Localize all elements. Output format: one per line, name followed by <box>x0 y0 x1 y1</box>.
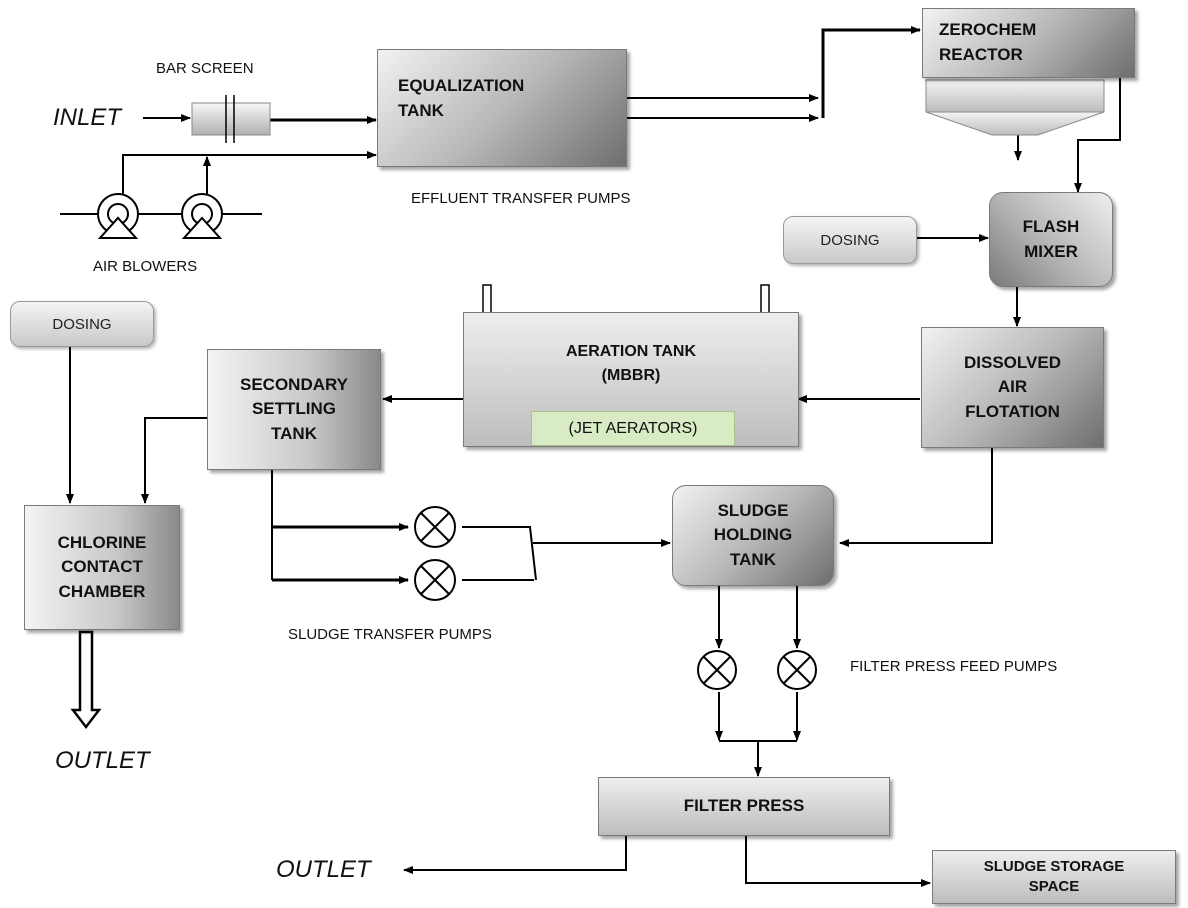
daf-to-sludge-holding <box>839 448 993 547</box>
zerochem-reactor: ZEROCHEM REACTOR <box>922 8 1135 78</box>
filterpress-to-outlet <box>403 836 627 874</box>
sludge-transfer-pumps-label: SLUDGE TRANSFER PUMPS <box>288 626 492 643</box>
air-blower-1 <box>97 193 139 239</box>
equalization-tank: EQUALIZATION TANK <box>377 49 627 167</box>
sludge-holding-tank: SLUDGE HOLDING TANK <box>672 485 834 586</box>
effluent-transfer-pumps-label: EFFLUENT TRANSFER PUMPS <box>411 190 631 207</box>
filter-press-feed-pump-2 <box>777 650 817 690</box>
outlet-left-label: OUTLET <box>55 747 150 774</box>
sludge-pump1-out <box>462 526 537 581</box>
jet-aerators: (JET AERATORS) <box>531 411 735 446</box>
zerochem-hopper <box>925 79 1105 136</box>
sludge-transfer-pump-2 <box>414 559 456 601</box>
effluent-to-zerochem <box>821 26 921 118</box>
air-blower-2 <box>181 193 223 239</box>
flash-mixer: FLASH MIXER <box>989 192 1113 287</box>
bar-screen-label: BAR SCREEN <box>156 60 254 77</box>
filter-press-feed-pumps-label: FILTER PRESS FEED PUMPS <box>850 658 1058 675</box>
sludge-transfer-pump-1 <box>414 506 456 548</box>
air-line-to-equalization <box>122 151 377 215</box>
filter-press-feed-pump-1 <box>697 650 737 690</box>
dissolved-air-flotation: DISSOLVED AIR FLOTATION <box>921 327 1104 448</box>
filter-press: FILTER PRESS <box>598 777 890 836</box>
secondary-settling-tank: SECONDARY SETTLING TANK <box>207 349 381 470</box>
chlorine-contact-chamber: CHLORINE CONTACT CHAMBER <box>24 505 180 630</box>
inlet-label: INLET <box>53 104 122 131</box>
chlorine-outlet-arrow <box>70 630 102 730</box>
settling-to-chlorine <box>141 417 207 504</box>
aeration-tank-label: AERATION TANK (MBBR) <box>565 343 697 384</box>
zerochem-to-flashmixer <box>1074 78 1121 193</box>
sludge-storage-space: SLUDGE STORAGE SPACE <box>932 850 1176 904</box>
dosing-top: DOSING <box>783 216 917 264</box>
bar-screen-symbol <box>191 95 271 143</box>
dosing-left: DOSING <box>10 301 154 347</box>
filterpress-to-sludge-storage <box>745 836 931 887</box>
outlet-bottom-label: OUTLET <box>276 856 371 883</box>
air-blowers-label: AIR BLOWERS <box>93 258 198 275</box>
